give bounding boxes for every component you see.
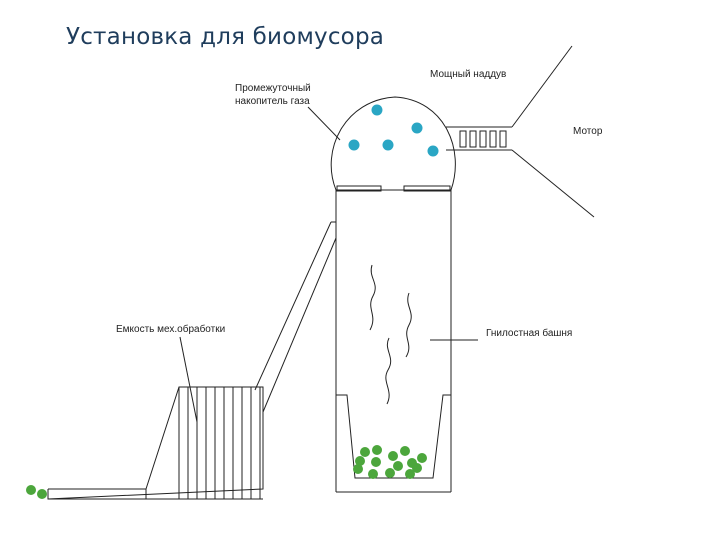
gas-storage-dome: [330, 96, 456, 191]
gas-bubble: [382, 139, 394, 151]
gas-bubble: [411, 122, 423, 134]
pellet: [412, 463, 422, 473]
pellet: [388, 451, 398, 461]
blower-pipe: [446, 45, 595, 218]
gas-bubble: [371, 104, 383, 116]
feed-chute: [254, 221, 337, 413]
slide-title: Установка для биомусора: [66, 24, 385, 50]
mech-tank-leader: [179, 336, 198, 423]
pellet: [372, 445, 382, 455]
pellet: [37, 489, 47, 499]
pellet: [400, 446, 410, 456]
blower-label: Мощный наддув: [430, 69, 506, 80]
gas-storage-label-line2: накопитель газа: [235, 96, 310, 107]
pellet: [393, 461, 403, 471]
pellet: [353, 464, 363, 474]
pellet: [417, 453, 427, 463]
gas-bubbles: [348, 104, 439, 157]
pellet: [360, 447, 370, 457]
pellet: [355, 456, 365, 466]
pellet: [371, 457, 381, 467]
gas-bubble: [427, 145, 439, 157]
organic-pellets: [353, 445, 427, 479]
gas-storage-leader: [307, 106, 341, 141]
dome-floor-slat-left: [336, 185, 382, 192]
pellet: [26, 485, 36, 495]
gas-storage-label-line1: Промежуточный: [235, 83, 311, 94]
dome-floor-slat-right: [403, 185, 451, 192]
pellet: [368, 469, 378, 479]
pellet: [385, 468, 395, 478]
motor-label: Мотор: [573, 126, 603, 137]
input-pellets: [26, 485, 47, 499]
decomposition-waves: [369, 264, 412, 405]
pellet: [405, 469, 415, 479]
gas-bubble: [348, 139, 360, 151]
mech-tank: [47, 386, 264, 500]
rot-tower: [335, 190, 452, 493]
rot-tower-label: Гнилостная башня: [486, 327, 572, 339]
mech-tank-label: Емкость мех.обработки: [116, 323, 225, 335]
